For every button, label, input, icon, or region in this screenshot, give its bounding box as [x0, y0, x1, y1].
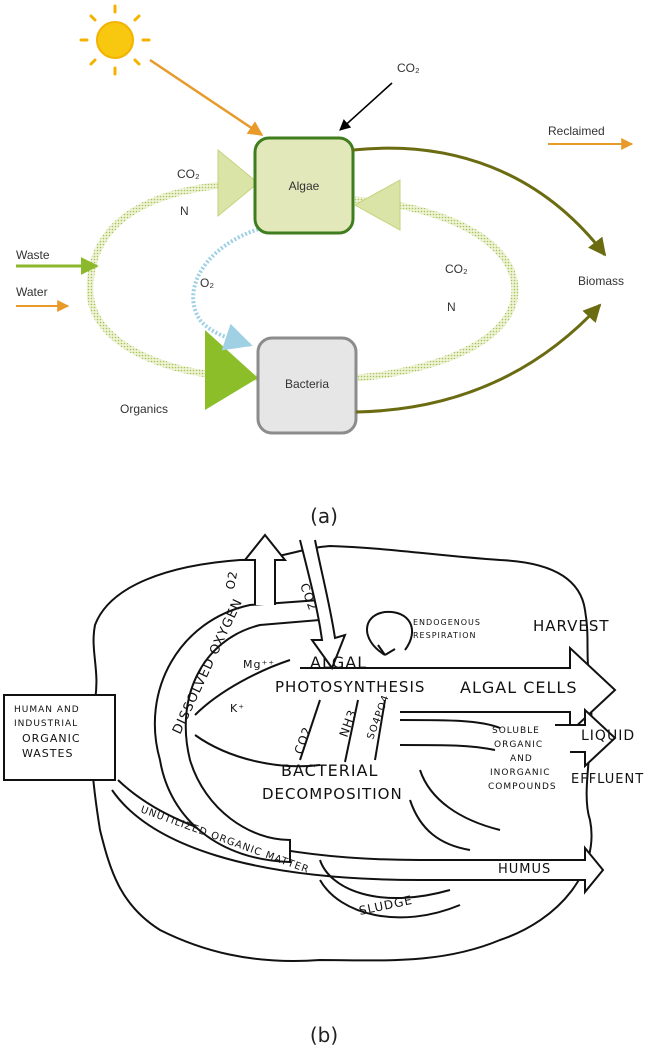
co2-n-from-right-arrowhead [353, 179, 401, 231]
bacteria-to-biomass-arrow [355, 303, 602, 414]
nh3-mid-arrow [344, 699, 359, 763]
co2-mid-arrow [299, 699, 321, 761]
effluent-label: EFFLUENT [571, 772, 644, 787]
co2-n-to-algae-arrowhead [217, 148, 259, 218]
n-right-label: N [447, 300, 456, 314]
bacterial-label: BACTERIAL [281, 761, 378, 780]
bacteria-box [256, 336, 358, 435]
industrial-label: INDUSTRIAL [14, 719, 78, 729]
compounds-label: COMPOUNDS [488, 782, 557, 792]
right-cycle-loop [354, 196, 519, 382]
liquid-label: LIQUID [581, 728, 635, 744]
algae-label: Algae [289, 179, 320, 193]
waste-to-photosynthesis-arrow [194, 659, 291, 716]
o2-up-arrow [242, 533, 288, 605]
soluble-to-humus-arrow [419, 769, 501, 831]
decomposition-label: DECOMPOSITION [262, 785, 403, 803]
left-cycle-loop [86, 179, 259, 382]
wastes-label: WASTES [22, 747, 73, 760]
sun-icon [79, 4, 151, 76]
bacteria-label: Bacteria [285, 377, 329, 391]
photosynthesis-label: PHOTOSYNTHESIS [275, 678, 425, 696]
sludge-band [319, 859, 451, 899]
sludge-label: SLUDGE [358, 893, 414, 918]
waste-label: Waste [16, 248, 50, 262]
to-humus-arrow [409, 799, 471, 851]
and-label: AND [510, 754, 533, 764]
caption-a: (a) [310, 504, 338, 528]
pond-outline [90, 544, 593, 962]
organics-label: Organics [120, 402, 168, 416]
o2-label-b: O2 [223, 569, 240, 590]
water-label: Water [16, 285, 48, 299]
organics-to-bacteria-arrowhead [205, 330, 258, 410]
co2-down-arrow [299, 539, 347, 671]
algae-box [253, 136, 355, 235]
waste-to-decomposition-arrow [194, 734, 321, 768]
human-wastes-box [3, 694, 116, 781]
to-soluble-arrow [399, 719, 501, 729]
algal-cells-arrow [300, 645, 617, 735]
figure-a: CO₂ Reclaimed Algae Bacteria CO₂ N CO₂ N… [16, 4, 634, 528]
n-left-label: N [180, 204, 189, 218]
mg-label: Mg⁺⁺ [243, 658, 275, 671]
co2-right-label: CO₂ [445, 262, 468, 276]
soluble-label: SOLUBLE [492, 726, 540, 736]
algal-label: ALGAL [310, 653, 367, 672]
co2-input-arrow [339, 82, 393, 131]
reclaimed-label: Reclaimed [548, 124, 605, 138]
co2-left-label: CO₂ [177, 167, 200, 181]
figure-b [3, 533, 617, 962]
sunlight-arrow [149, 58, 264, 137]
so4po4-mid-arrow [374, 699, 386, 761]
organic2-label: ORGANIC [494, 740, 543, 750]
respiration-label: RESPIRATION [413, 631, 477, 640]
caption-b: (b) [310, 1023, 338, 1047]
co2-mid-label: CO2 [292, 724, 315, 756]
o2-label: O₂ [200, 276, 214, 290]
liquid-effluent-arrow [555, 707, 617, 769]
humus-label: HUMUS [498, 862, 551, 877]
k-label: K⁺ [230, 702, 245, 715]
human-and-label: HUMAN AND [14, 705, 80, 715]
o2-flow-arrow [191, 226, 263, 351]
inorganic-label: INORGANIC [490, 768, 551, 778]
algae-to-biomass-arrow [352, 146, 607, 257]
endogenous-loop [366, 610, 414, 656]
biomass-label: Biomass [578, 274, 624, 288]
algal-cells-label: ALGAL CELLS [460, 678, 577, 697]
endogenous-label: ENDOGENOUS [413, 618, 481, 627]
organic-label: ORGANIC [22, 732, 81, 745]
dissolved-oxygen-band [153, 598, 321, 864]
co2-top-label: CO₂ [397, 61, 420, 75]
nh3-label: NH3 [337, 707, 360, 739]
harvest-label: HARVEST [533, 617, 610, 635]
